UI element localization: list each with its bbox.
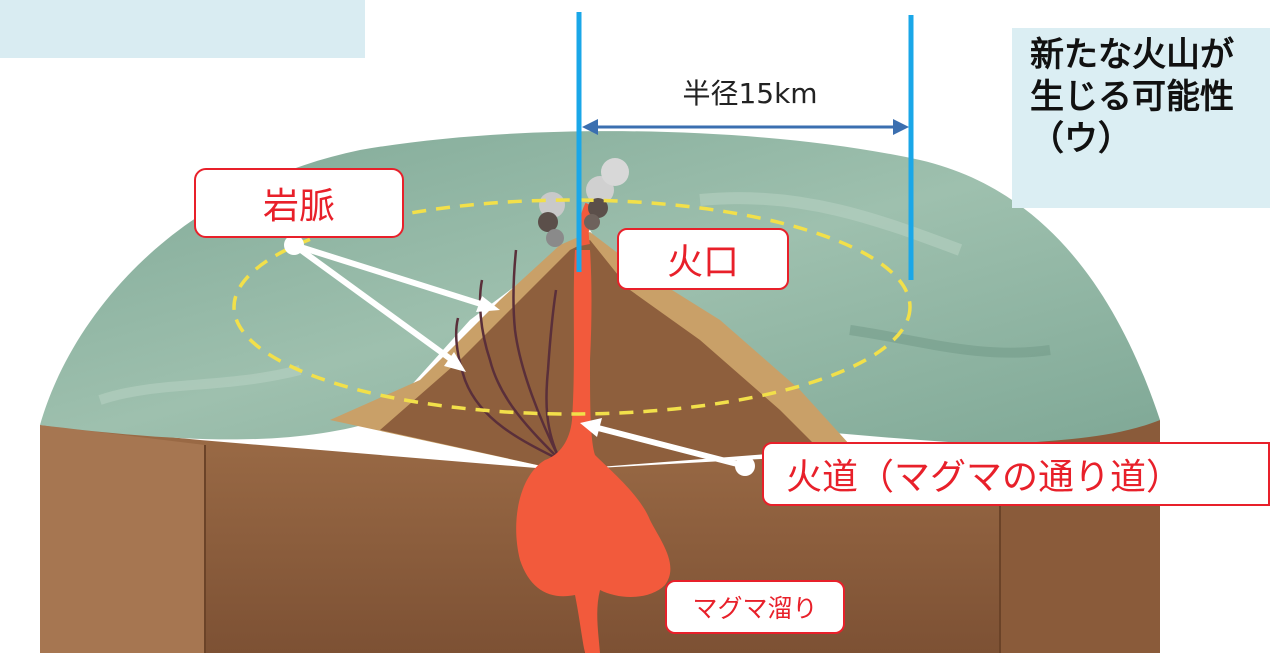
top-left-panel xyxy=(0,0,365,58)
radius-dashed-circle xyxy=(232,198,912,416)
radius-label: 半径15km xyxy=(682,77,818,110)
dike-label: 岩脈 xyxy=(194,168,404,238)
callout-line-3: （ウ） xyxy=(1030,119,1132,159)
conduit-label: 火道（マグマの通り道） xyxy=(762,442,1270,506)
new-volcano-callout: 新たな火山が 生じる可能性 （ウ） xyxy=(1012,28,1270,208)
smoke-plumes xyxy=(538,158,629,247)
magma-chamber-label: マグマ溜り xyxy=(665,580,845,634)
callout-line-2: 生じる可能性 xyxy=(1030,77,1234,117)
crater-label: 火口 xyxy=(617,228,789,290)
dike-pointer-arrows xyxy=(284,235,500,372)
conduit-pointer-arrow xyxy=(580,418,755,476)
radius-arrow xyxy=(582,119,909,135)
callout-line-1: 新たな火山が xyxy=(1030,35,1234,75)
